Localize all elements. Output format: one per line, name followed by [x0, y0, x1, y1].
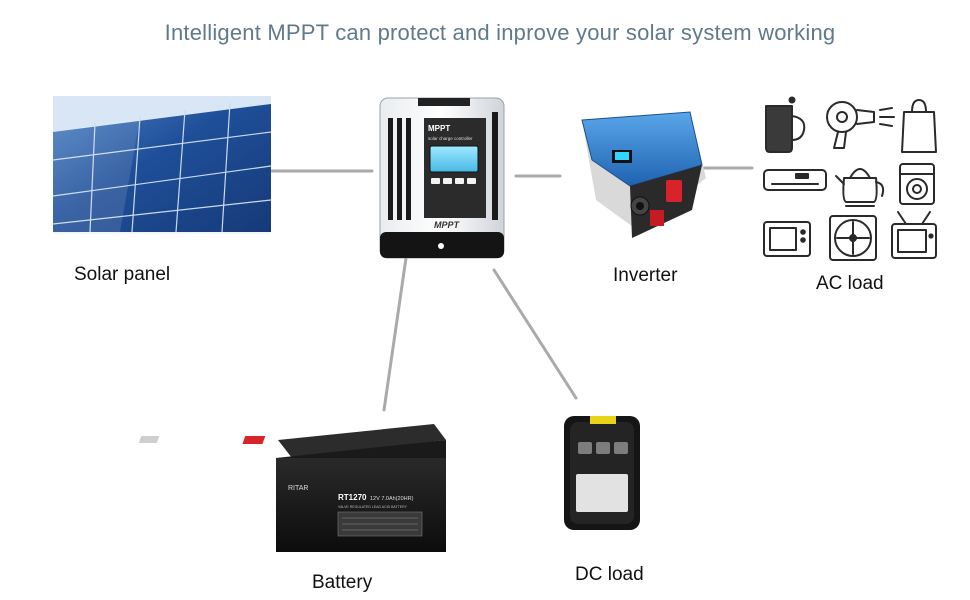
controller-buttons	[431, 178, 476, 184]
dc-load-image	[564, 416, 640, 530]
dc-load-label: DC load	[575, 564, 644, 585]
battery-image: RITAR RT1270 12V 7.0Ah(20HR) VALVE REGUL…	[138, 424, 446, 552]
solar-panel-label: Solar panel	[74, 264, 171, 285]
battery-red-terminal	[242, 436, 266, 444]
fan-icon	[829, 215, 877, 261]
mppt-controller-image: MPPT solar charge controller MPPT	[379, 97, 505, 259]
shopping-bag-icon	[901, 99, 937, 153]
controller-lcd-screen	[429, 145, 479, 173]
air-conditioner-icon	[763, 169, 827, 191]
tv-icon	[891, 211, 937, 259]
dc-load-yellow-tab	[590, 416, 616, 424]
battery-brand-text: RITAR	[288, 485, 308, 492]
battery-label: Battery	[312, 572, 373, 593]
controller-bottom-text: MPPT	[434, 220, 461, 230]
battery-model-text: RT1270	[338, 493, 367, 502]
microwave-icon	[763, 221, 811, 257]
inverter-image	[581, 111, 706, 238]
controller-terminal	[438, 243, 444, 249]
connector-lines	[270, 166, 754, 412]
inverter-label: Inverter	[613, 265, 678, 286]
washing-machine-icon	[899, 163, 935, 205]
line-controller-battery	[382, 256, 408, 412]
battery-subline-text: VALVE REGULATED LEAD ACID BATTERY	[338, 505, 408, 509]
ac-load-icons	[763, 96, 937, 261]
solar-panel-image	[52, 96, 272, 234]
kettle-icon	[835, 168, 885, 207]
controller-subtitle-text: solar charge controller	[428, 136, 473, 141]
mug-icon	[765, 96, 806, 153]
inverter-red-terminal	[666, 180, 682, 202]
ac-load-label: AC load	[816, 273, 884, 294]
line-controller-dcload	[492, 268, 578, 400]
hair-dryer-icon	[826, 101, 895, 149]
page-title: Intelligent MPPT can protect and inprove…	[164, 20, 836, 45]
controller-brand-text: MPPT	[428, 124, 450, 133]
battery-spec-text: 12V 7.0Ah(20HR)	[370, 496, 414, 502]
